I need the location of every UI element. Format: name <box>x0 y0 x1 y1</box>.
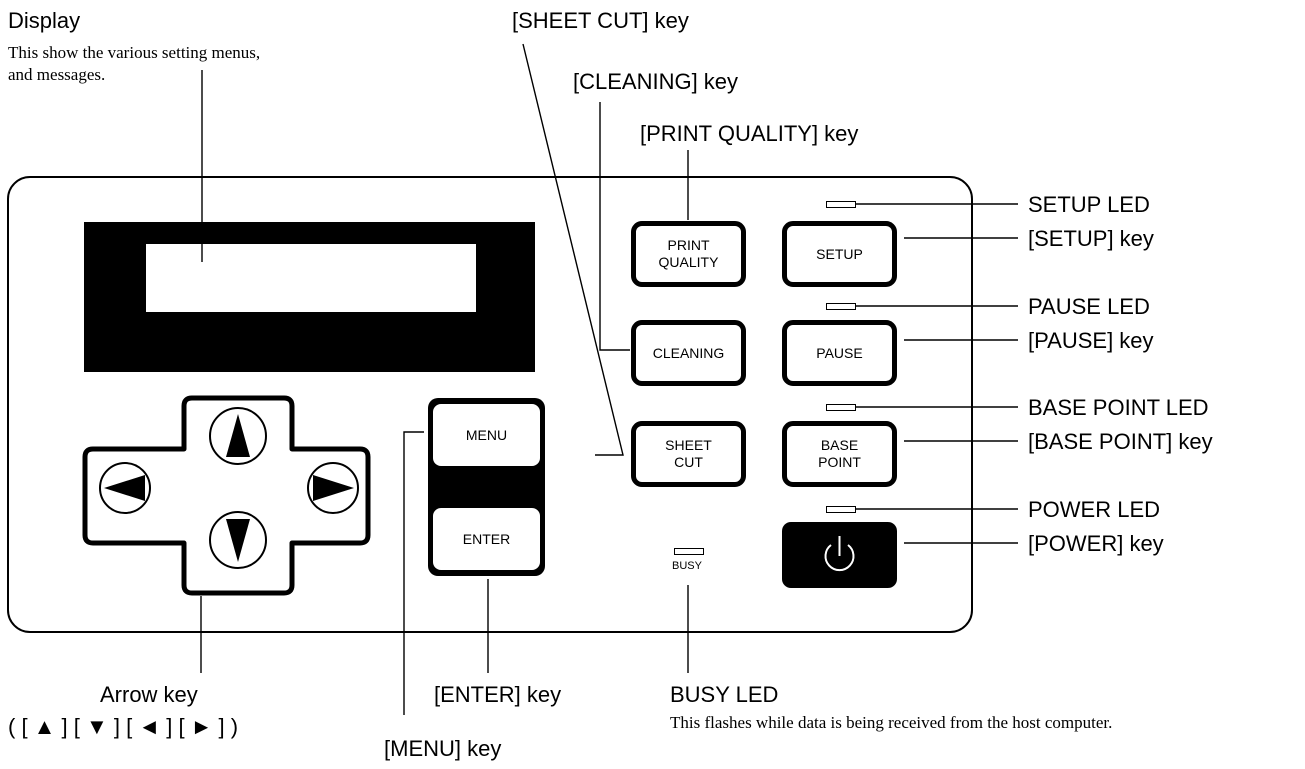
power-led-callout: POWER LED <box>1028 497 1161 522</box>
arrow-pad <box>82 395 371 596</box>
menu-key-label: MENU <box>465 426 508 443</box>
base-point-key-callout: [BASE POINT] key <box>1028 429 1213 454</box>
power-led <box>826 506 856 513</box>
enter-key-callout: [ENTER] key <box>434 682 562 707</box>
pause-led-callout: PAUSE LED <box>1028 294 1150 319</box>
display-title: Display <box>8 8 81 33</box>
base-point-led-callout: BASE POINT LED <box>1028 395 1209 420</box>
power-key-callout: [POWER] key <box>1028 531 1164 556</box>
pause-key-callout: [PAUSE] key <box>1028 328 1154 353</box>
arrow-key-sequence: ( [ ▲ ] [ ▼ ] [ ◄ ] [ ► ] ) <box>8 714 239 739</box>
arrow-key-callout: Arrow key <box>100 682 198 707</box>
power-icon <box>824 536 855 572</box>
pause-key[interactable]: PAUSE <box>782 320 897 386</box>
sheet-cut-key-label-line1: SHEET <box>665 437 712 453</box>
right-arrow-icon <box>313 475 354 501</box>
down-arrow-key[interactable] <box>209 511 267 569</box>
menu-key[interactable]: MENU <box>433 404 540 466</box>
print-quality-key-label-line2: QUALITY <box>658 254 719 270</box>
pause-key-label: PAUSE <box>816 344 863 361</box>
setup-key[interactable]: SETUP <box>782 221 897 287</box>
print-quality-key-label-line1: PRINT <box>667 237 710 253</box>
panel-outline <box>7 176 973 633</box>
base-point-key-label-line1: BASE <box>820 437 859 453</box>
enter-key-label: ENTER <box>462 530 511 547</box>
sheet-cut-key-label-line2: CUT <box>674 454 703 470</box>
cleaning-key[interactable]: CLEANING <box>631 320 746 386</box>
enter-key[interactable]: ENTER <box>433 508 540 570</box>
busy-led-description: This flashes while data is being receive… <box>670 713 1113 732</box>
busy-led <box>674 548 704 555</box>
busy-led-callout: BUSY LED <box>670 682 779 707</box>
setup-led-callout: SETUP LED <box>1028 192 1150 217</box>
base-point-led <box>826 404 856 411</box>
left-arrow-key[interactable] <box>99 462 151 514</box>
pause-led <box>826 303 856 310</box>
display-screen <box>146 244 476 312</box>
up-arrow-key[interactable] <box>209 407 267 465</box>
cleaning-key-label: CLEANING <box>652 344 725 361</box>
display-desc-line2: and messages. <box>8 65 106 84</box>
base-point-key-label-line2: POINT <box>818 454 861 470</box>
cleaning-callout: [CLEANING] key <box>573 69 739 94</box>
right-arrow-key[interactable] <box>307 462 359 514</box>
sheet-cut-callout: [SHEET CUT] key <box>512 8 689 33</box>
display-description: This show the various setting menus, and… <box>8 42 260 86</box>
busy-led-label: BUSY <box>672 560 702 572</box>
setup-led <box>826 201 856 208</box>
menu-key-callout: [MENU] key <box>384 736 502 761</box>
print-quality-callout: [PRINT QUALITY] key <box>640 121 859 146</box>
up-arrow-icon <box>226 414 250 457</box>
down-arrow-icon <box>226 519 250 562</box>
setup-key-callout: [SETUP] key <box>1028 226 1154 251</box>
left-arrow-icon <box>104 475 145 501</box>
display-desc-line1: This show the various setting menus, <box>8 43 261 62</box>
setup-key-label: SETUP <box>816 245 863 262</box>
